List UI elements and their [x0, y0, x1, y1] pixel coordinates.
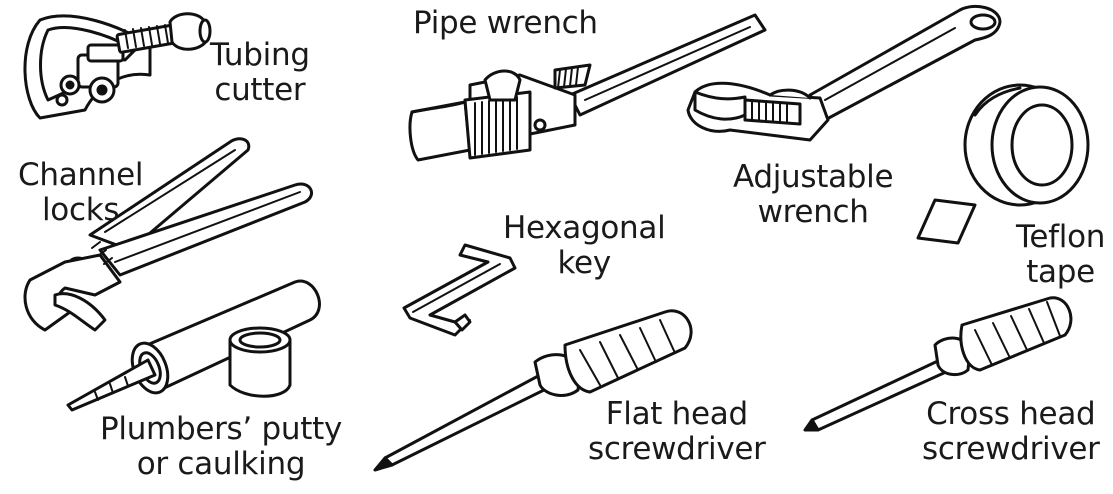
channel-locks-icon — [23, 137, 313, 332]
pipe-wrench-label: Pipe wrench — [413, 5, 598, 41]
plumbers-putty-label: Plumbers’ putty or caulking — [100, 411, 342, 482]
hex-key-icon — [402, 243, 517, 337]
cross-screwdriver-icon — [803, 296, 1073, 432]
adjustable-wrench-icon — [686, 5, 1002, 142]
hex-key-label: Hexagonal key — [503, 210, 666, 281]
caulk-tube-icon — [66, 279, 321, 412]
teflon-tape-icon — [916, 83, 1090, 245]
flat-screwdriver-icon — [373, 309, 693, 472]
adjustable-wrench-label: Adjustable wrench — [733, 159, 894, 230]
tubing-cutter-icon — [23, 12, 212, 120]
cross-head-label: Cross head screwdriver — [922, 396, 1100, 467]
channel-locks-label: Channel locks — [18, 157, 144, 228]
teflon-tape-label: Teflon tape — [1016, 219, 1106, 290]
tubing-cutter-label: Tubing cutter — [210, 37, 310, 108]
pipe-wrench-icon — [408, 13, 767, 162]
flat-head-label: Flat head screwdriver — [588, 396, 766, 467]
